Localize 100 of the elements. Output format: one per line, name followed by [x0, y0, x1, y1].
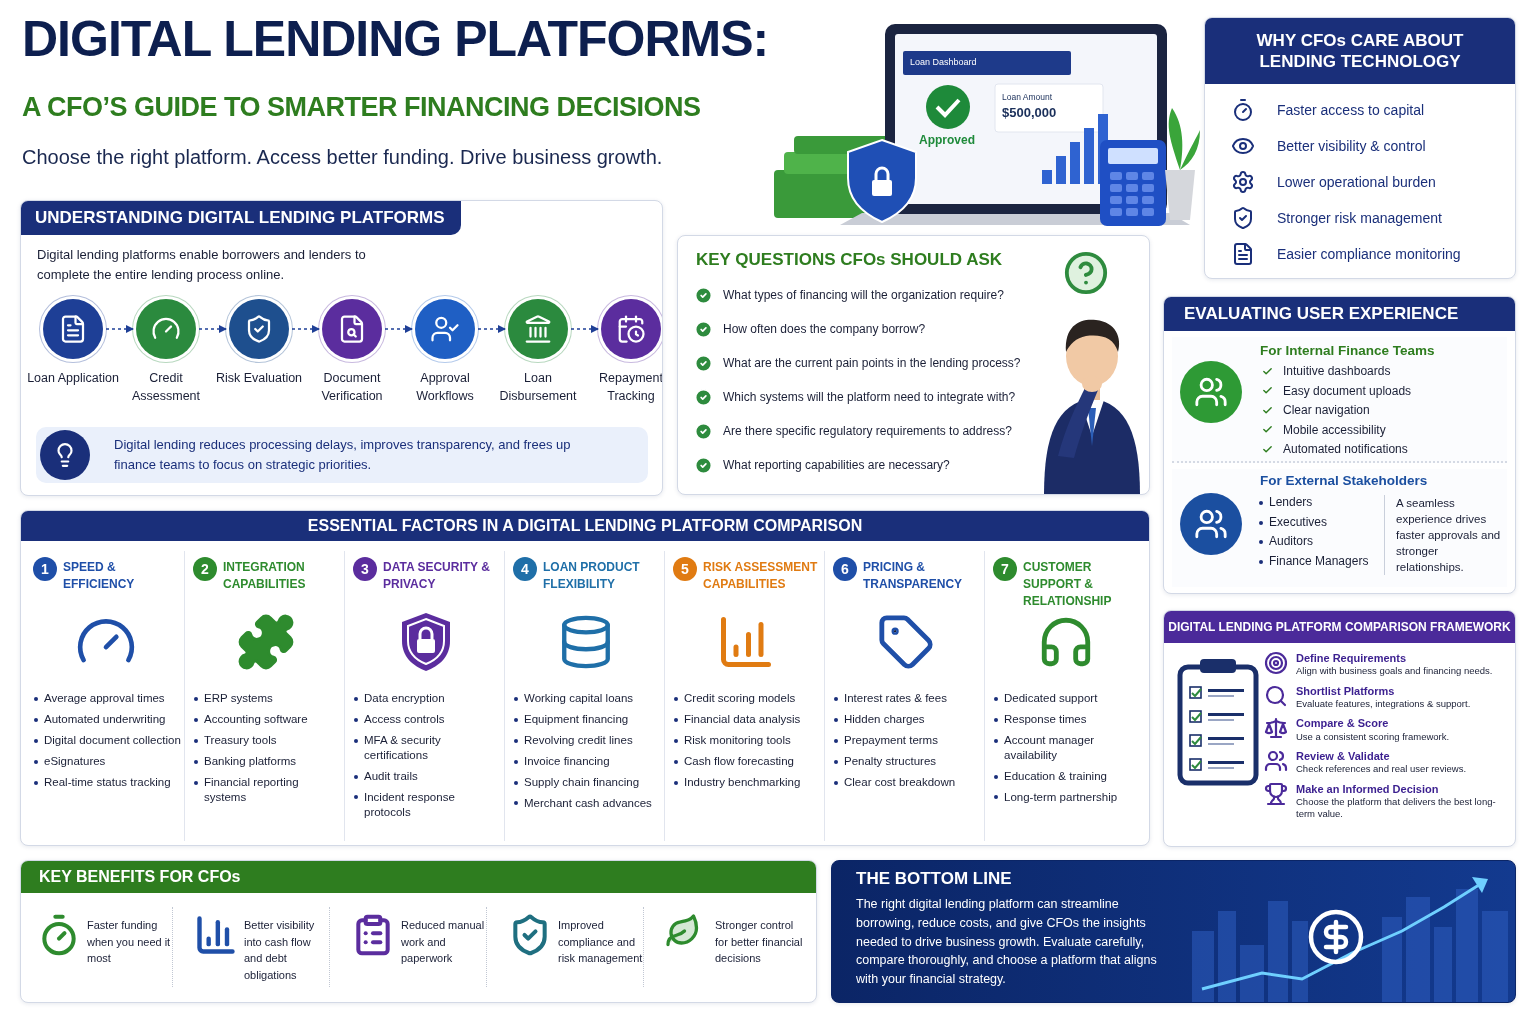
section-panel	[677, 235, 1150, 495]
number-badge: 7	[993, 557, 1017, 581]
step-label: Document Verification	[320, 370, 384, 406]
list-item: Clear cost breakdown	[833, 774, 983, 790]
list-item: Audit trails	[353, 768, 503, 784]
step-title: Shortlist Platforms	[1296, 683, 1396, 698]
number-badge: 4	[513, 557, 537, 581]
list-item: Dedicated support	[993, 691, 1143, 706]
list-item: Working capital loans	[513, 691, 663, 706]
list-item: Clear navigation	[1283, 403, 1370, 417]
step-label: Loan Application	[26, 370, 120, 387]
section-panel	[20, 510, 1150, 846]
list-item: Easy document uploads	[1283, 383, 1412, 398]
list-item: Intuitive dashboards	[1283, 364, 1391, 378]
list-item: Real-time status tracking	[33, 774, 183, 790]
question-text: Which systems will the platform need to integrate with?	[723, 389, 1017, 406]
factor-heading: RISK ASSESSMENT CAPABILITIES	[703, 559, 819, 593]
list-item: Digital document collection	[33, 732, 183, 748]
step-title: Review & Validate	[1296, 748, 1391, 764]
screen-heading: Loan Dashboard	[910, 57, 977, 67]
benefit-text: Lower operational burden	[1277, 174, 1436, 190]
number-badge: 2	[193, 557, 217, 581]
list-item: Executives	[1258, 514, 1383, 531]
step-label: Approval Workflows	[415, 370, 475, 406]
user-group-section	[1172, 337, 1507, 463]
section-heading: ESSENTIAL FACTORS IN A DIGITAL LENDING PLATFORM COMPARISON	[307, 516, 863, 536]
list-item: Automated underwriting	[33, 711, 183, 727]
factor-heading: INTEGRATION CAPABILITIES	[223, 559, 307, 593]
benefit-text: Better visibility & control	[1277, 138, 1426, 154]
list-item: Education & training	[993, 768, 1143, 784]
step-label: Repayment Tracking	[598, 370, 662, 406]
step-description: Align with business goals and financing needs.	[1296, 665, 1494, 678]
list-item: Response times	[993, 711, 1143, 727]
section-heading: KEY QUESTIONS CFOs SHOULD ASK	[696, 250, 1003, 270]
step-description: Check references and real user reviews.	[1296, 763, 1468, 776]
list-item: Revolving credit lines	[513, 732, 663, 748]
summary-panel	[831, 860, 1516, 1003]
list-item: Invoice financing	[513, 753, 663, 769]
section-panel	[20, 860, 817, 1003]
list-item: Account manager availability	[993, 732, 1143, 763]
summary-text: The right digital lending platform can streamline borrowing, reduce costs, and give CFOs the insights needed to drive business growth. Evaluate carefully, compare thoroughly, and choose a platform that aligns with your financial strategy.	[856, 896, 1158, 988]
list-item: ERP systems	[193, 691, 343, 706]
arrow	[477, 325, 506, 333]
benefit-text: Stronger risk management	[1277, 210, 1442, 226]
number-badge: 3	[353, 557, 377, 581]
list-item: Interest rates & fees	[833, 691, 983, 706]
factor-heading: LOAN PRODUCT FLEXIBILITY	[543, 559, 641, 593]
factor-heading: PRICING & TRANSPARENCY	[863, 559, 964, 593]
list-item: Average approval times	[33, 691, 183, 706]
list-item: Treasury tools	[193, 732, 343, 748]
step-label: Credit Assessment	[130, 370, 202, 406]
benefit-text: Stronger control for better financial decisions	[715, 918, 804, 966]
number-badge: 1	[33, 557, 57, 581]
section-panel	[20, 200, 663, 496]
list-item: Equipment financing	[513, 711, 663, 727]
benefit-text: Better visibility into cash flow and debt obligations	[244, 918, 316, 983]
section-heading: EVALUATING USER EXPERIENCE	[1184, 303, 1459, 325]
step-description: Use a consistent scoring framework.	[1296, 730, 1451, 743]
step-label: Loan Disbursement	[498, 370, 578, 406]
factor-heading: SPEED & EFFICIENCY	[63, 559, 136, 593]
section-panel	[1204, 17, 1516, 279]
benefit-text: Improved compliance and risk management	[558, 918, 644, 966]
list-item: Long-term partnership	[993, 789, 1143, 805]
group-heading: For External Stakeholders	[1260, 473, 1428, 488]
list-item: Lenders	[1258, 495, 1383, 511]
step-circle	[136, 299, 196, 359]
arrow	[105, 325, 134, 333]
section-panel	[1163, 610, 1516, 847]
step-circle	[229, 299, 289, 359]
question-text: Are there specific regulatory requirements to address?	[723, 423, 1013, 440]
question-text: What types of financing will the organization require?	[723, 287, 1005, 304]
list-item: Merchant cash advances	[513, 795, 663, 811]
list-item: Credit scoring models	[673, 691, 823, 706]
question-text: How often does the company borrow?	[723, 321, 927, 338]
list-item: Financial data analysis	[673, 711, 823, 727]
step-label: Risk Evaluation	[214, 370, 304, 387]
page-title: DIGITAL LENDING PLATFORMS:	[22, 10, 769, 68]
step-title: Compare & Score	[1296, 716, 1390, 731]
step-circle	[415, 299, 475, 359]
arrow	[570, 325, 599, 333]
factor-heading: CUSTOMER SUPPORT & RELATIONSHIP	[1023, 559, 1113, 610]
list-item: Data encryption	[353, 691, 503, 706]
screen-label: Loan Amount	[1002, 92, 1053, 102]
arrow	[384, 325, 413, 333]
note-box	[36, 427, 648, 483]
step-circle	[43, 299, 103, 359]
step-circle	[322, 299, 382, 359]
tagline: Choose the right platform. Access better funding. Drive business growth.	[22, 146, 663, 169]
side-note: A seamless experience drives faster approvals and stronger relationships.	[1396, 496, 1502, 576]
list-item: Incident response protocols	[353, 789, 503, 820]
benefit-text: Faster access to capital	[1277, 102, 1425, 118]
number-badge: 5	[673, 557, 697, 581]
list-item: Prepayment terms	[833, 732, 983, 748]
benefit-text: Reduced manual work and paperwork	[401, 918, 486, 966]
list-item: eSignatures	[33, 753, 183, 769]
step-circle	[601, 299, 661, 359]
list-item: Accounting software	[193, 711, 343, 727]
list-item: Banking platforms	[193, 753, 343, 769]
list-item: Access controls	[353, 711, 503, 727]
list-item: MFA & security certifications	[353, 732, 503, 763]
